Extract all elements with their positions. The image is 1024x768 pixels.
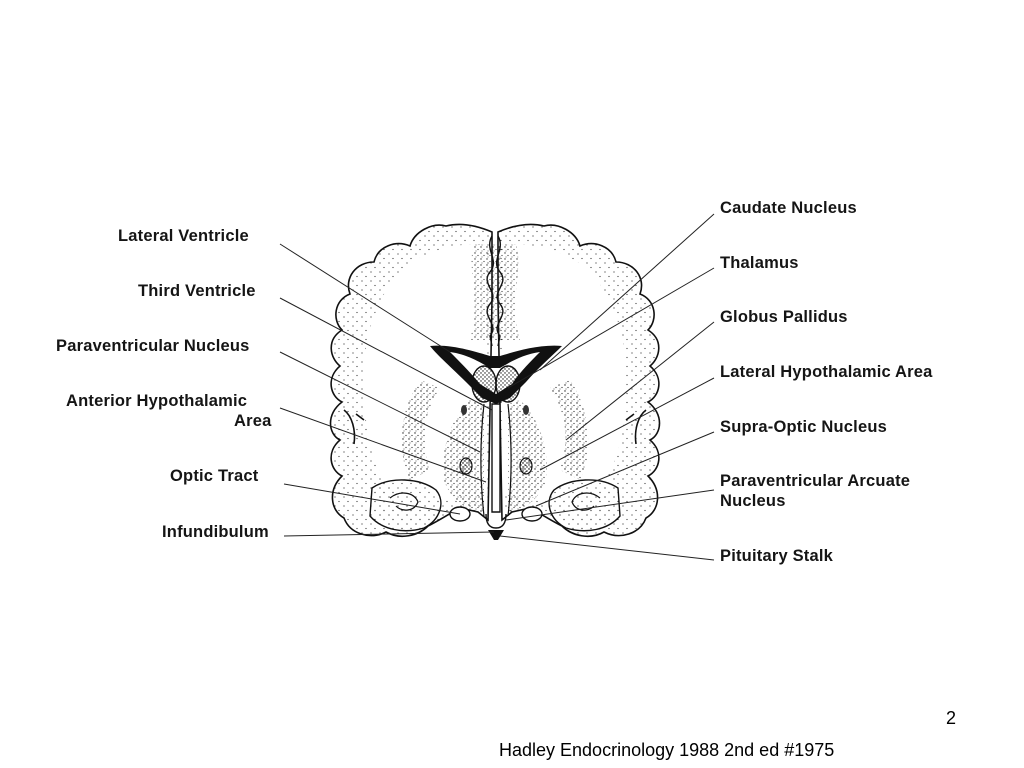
citation: Hadley Endocrinology 1988 2nd ed #1975 [499,740,835,760]
label-anterior-hypothalamic-line2: Area [234,412,272,430]
right-basal-ganglia [550,380,589,480]
leader-anterior-hypothalamic [279,407,487,483]
pituitary-stalk [488,530,504,540]
left-hypothalamus-area [443,400,484,514]
infundibulum [485,513,507,529]
label-supra-optic-nucleus: Supra-Optic Nucleus [720,418,887,436]
leader-lateral-hypothalamic [539,377,715,471]
right-nucleus-tiny [523,405,529,415]
label-third-ventricle: Third Ventricle [138,282,256,300]
right-hypothalamus-area [508,400,547,514]
ventricle-inner [450,352,540,394]
leader-pituitary-stalk [499,535,715,561]
label-pituitary-stalk: Pituitary Stalk [720,547,834,565]
label-optic-tract: Optic Tract [170,467,259,485]
label-paraventricular-nucleus: Paraventricular Nucleus [56,337,250,355]
label-anterior-hypothalamic-line1: Anterior Hypothalamic [66,392,248,410]
leader-infundibulum [283,531,495,537]
left-nucleus-small [459,457,473,475]
label-globus-pallidus: Globus Pallidus [720,308,848,326]
midline-stipple [470,244,520,340]
leader-caudate-nucleus [539,213,715,371]
right-thalamus [495,365,521,403]
label-infundibulum: Infundibulum [162,523,269,541]
leader-thalamus [507,267,715,389]
left-sulcus [343,409,365,445]
leader-supra-optic [535,431,715,507]
right-sulcus [625,409,647,445]
left-thalamus [471,365,497,403]
left-temporal-swirl [389,492,419,511]
leader-lateral-ventricle [279,243,451,353]
label-paraventricular-arcuate-line1: Paraventricular Arcuate [720,472,911,490]
third-ventricle [491,403,501,513]
left-temporal-lobe [369,479,442,532]
leader-globus-pallidus [565,321,715,441]
label-lateral-ventricle: Lateral Ventricle [118,227,249,245]
leader-paraventricular-nucleus [279,351,481,453]
label-thalamus: Thalamus [720,254,799,272]
label-caudate-nucleus: Caudate Nucleus [720,199,857,217]
right-temporal-swirl [571,492,601,511]
leader-third-ventricle [279,297,493,411]
right-optic-tract [521,506,543,522]
leader-lines [279,213,715,561]
left-nucleus-tiny [461,405,467,415]
right-temporal-lobe [548,479,621,532]
leader-optic-tract [283,483,461,515]
leader-paraventricular-arcuate [505,489,715,521]
label-paraventricular-arcuate-line2: Nucleus [720,492,786,510]
page-number: 2 [946,708,957,728]
label-lateral-hypothalamic-area: Lateral Hypothalamic Area [720,363,933,381]
right-nucleus-small [519,457,533,475]
